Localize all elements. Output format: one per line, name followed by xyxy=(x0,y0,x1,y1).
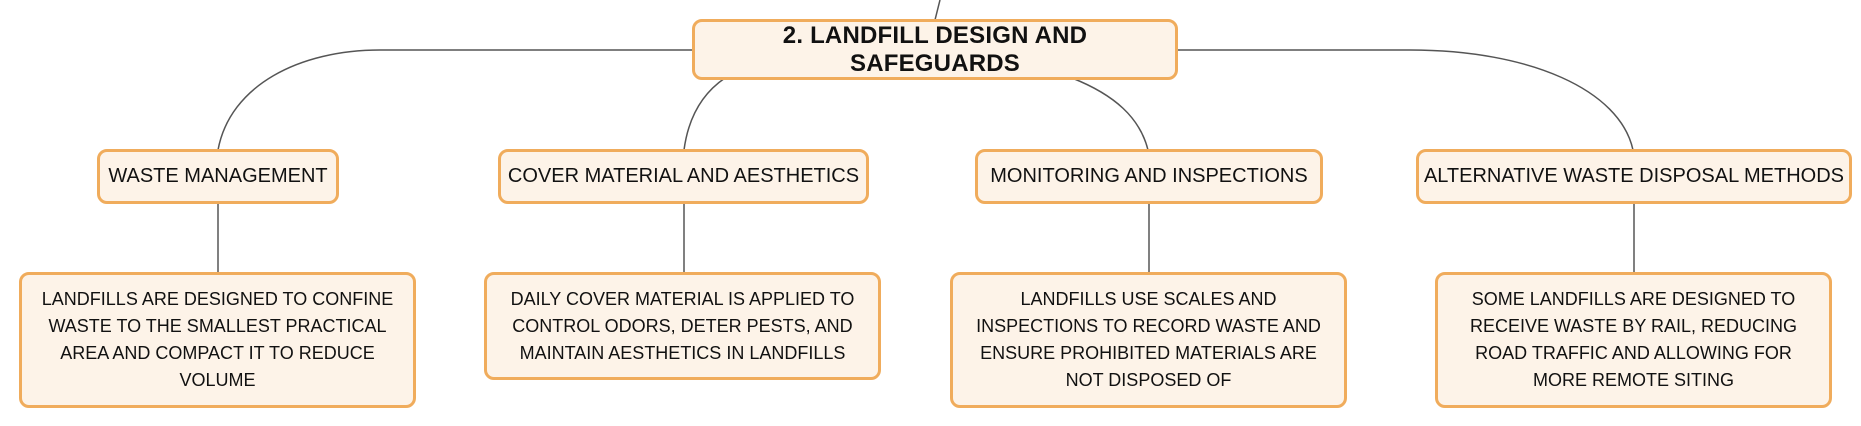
detail-node-monitoring[interactable]: LANDFILLS USE SCALES AND INSPECTIONS TO … xyxy=(950,272,1347,408)
topic-label: COVER MATERIAL AND AESTHETICS xyxy=(507,165,860,187)
detail-text: LANDFILLS ARE DESIGNED TO CONFINE WASTE … xyxy=(41,289,394,390)
detail-node-cover-material[interactable]: DAILY COVER MATERIAL IS APPLIED TO CONTR… xyxy=(484,272,881,380)
root-node-label: 2. LANDFILL DESIGN AND SAFEGUARDS xyxy=(782,21,1088,77)
topic-label: WASTE MANAGEMENT xyxy=(108,165,328,187)
topic-node-cover-material[interactable]: COVER MATERIAL AND AESTHETICS xyxy=(498,149,869,204)
topic-node-alternative-methods[interactable]: ALTERNATIVE WASTE DISPOSAL METHODS xyxy=(1416,149,1852,204)
topic-node-waste-management[interactable]: WASTE MANAGEMENT xyxy=(97,149,339,204)
connector-root-to-cover-material xyxy=(683,77,726,151)
detail-node-alternative-methods[interactable]: SOME LANDFILLS ARE DESIGNED TO RECEIVE W… xyxy=(1435,272,1832,408)
detail-node-waste-management[interactable]: LANDFILLS ARE DESIGNED TO CONFINE WASTE … xyxy=(19,272,416,408)
root-node[interactable]: 2. LANDFILL DESIGN AND SAFEGUARDS xyxy=(692,19,1178,80)
detail-text: LANDFILLS USE SCALES AND INSPECTIONS TO … xyxy=(976,289,1321,390)
topic-label: MONITORING AND INSPECTIONS xyxy=(990,165,1308,187)
connector-parent-to-root xyxy=(934,0,941,21)
connector-root-to-alternative-methods xyxy=(1177,49,1634,151)
connector-root-to-monitoring xyxy=(1071,77,1149,151)
topic-label: ALTERNATIVE WASTE DISPOSAL METHODS xyxy=(1423,165,1845,187)
detail-text: DAILY COVER MATERIAL IS APPLIED TO CONTR… xyxy=(510,288,855,363)
detail-text: SOME LANDFILLS ARE DESIGNED TO RECEIVE W… xyxy=(1469,289,1798,390)
topic-node-monitoring[interactable]: MONITORING AND INSPECTIONS xyxy=(975,149,1323,204)
connector-root-to-waste-management xyxy=(217,49,692,151)
